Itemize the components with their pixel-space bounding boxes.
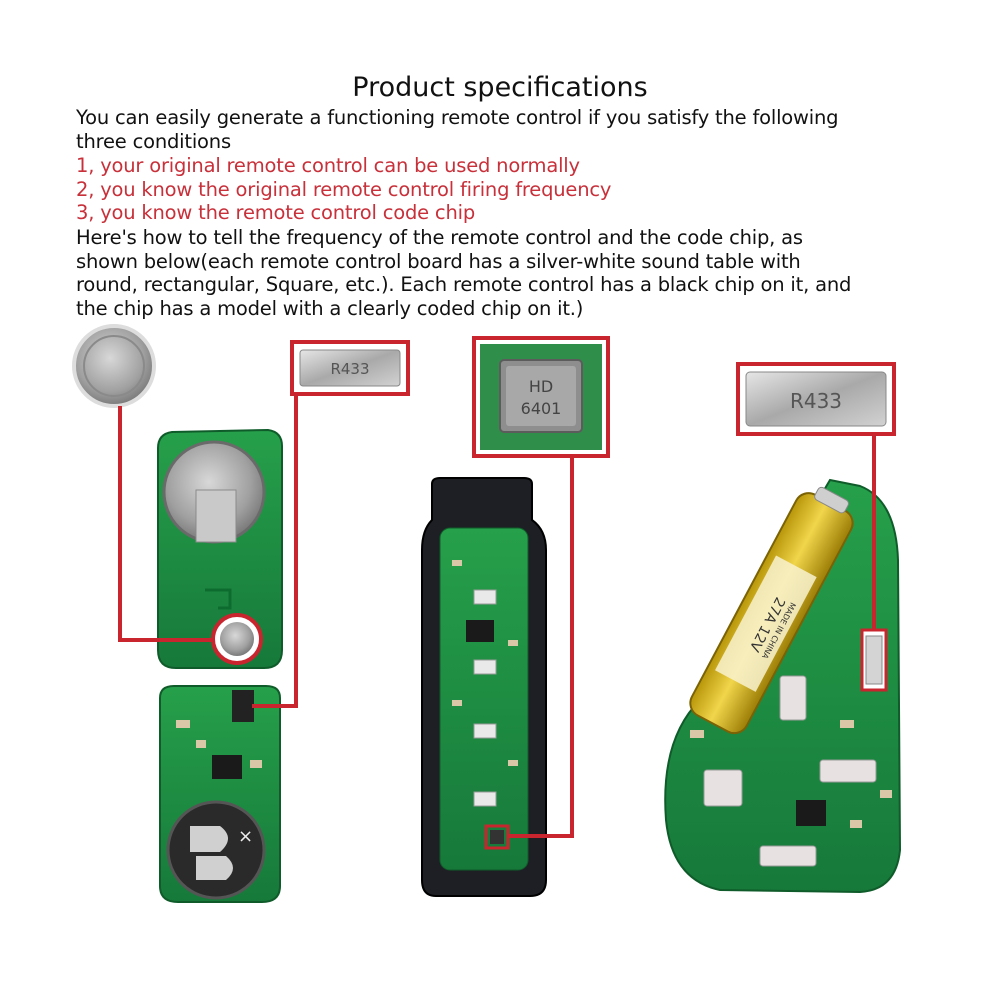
conditions-list: 1, your original remote control can be u…: [76, 154, 936, 225]
condition-item: 3, you know the remote control code chip: [76, 201, 476, 224]
code-chip-line-1: HD: [529, 377, 553, 396]
intro-line: You can easily generate a functioning re…: [76, 106, 839, 129]
button-icon: [703, 769, 743, 807]
condition-item: 1, your original remote control can be u…: [76, 154, 580, 177]
chip-icon: [466, 620, 494, 642]
resonator-1-label: R433: [330, 360, 369, 378]
button-icon: [759, 845, 817, 867]
chip-icon: [796, 800, 826, 826]
chip-icon: [212, 755, 242, 779]
resonator-2-label: R433: [790, 389, 842, 413]
explanation-line: Here's how to tell the frequency of the …: [76, 226, 803, 249]
button-icon: [819, 759, 877, 783]
button-icon: [473, 791, 497, 807]
left-board-front: [157, 428, 283, 669]
button-icon: [779, 675, 807, 721]
explanation-line: round, rectangular, Square, etc.). Each …: [76, 273, 852, 296]
intro-text: You can easily generate a functioning re…: [76, 106, 936, 153]
resonator-icon: [745, 371, 887, 427]
coin-cell-icon: [72, 324, 156, 408]
condition-item: 2, you know the original remote control …: [76, 177, 612, 201]
code-chip-line-2: 6401: [521, 399, 562, 418]
middle-remote: [421, 477, 547, 897]
intro-line: three conditions: [76, 129, 231, 153]
button-icon: [473, 659, 497, 675]
svg-text:×: ×: [238, 826, 253, 847]
explanation-text: Here's how to tell the frequency of the …: [76, 226, 936, 320]
battery-27a-icon: 27A 12V MADE IN CHINA: [689, 486, 854, 735]
explanation-line: the chip has a model with a clearly code…: [76, 296, 584, 320]
resonator-icon: [299, 349, 401, 387]
page-title: Product specifications: [352, 72, 648, 103]
button-icon: [473, 589, 497, 605]
right-board: 27A 12V MADE IN CHINA: [664, 478, 902, 894]
button-icon: [473, 723, 497, 739]
left-board-back: ×: [159, 685, 281, 903]
explanation-line: shown below(each remote control board ha…: [76, 249, 801, 273]
